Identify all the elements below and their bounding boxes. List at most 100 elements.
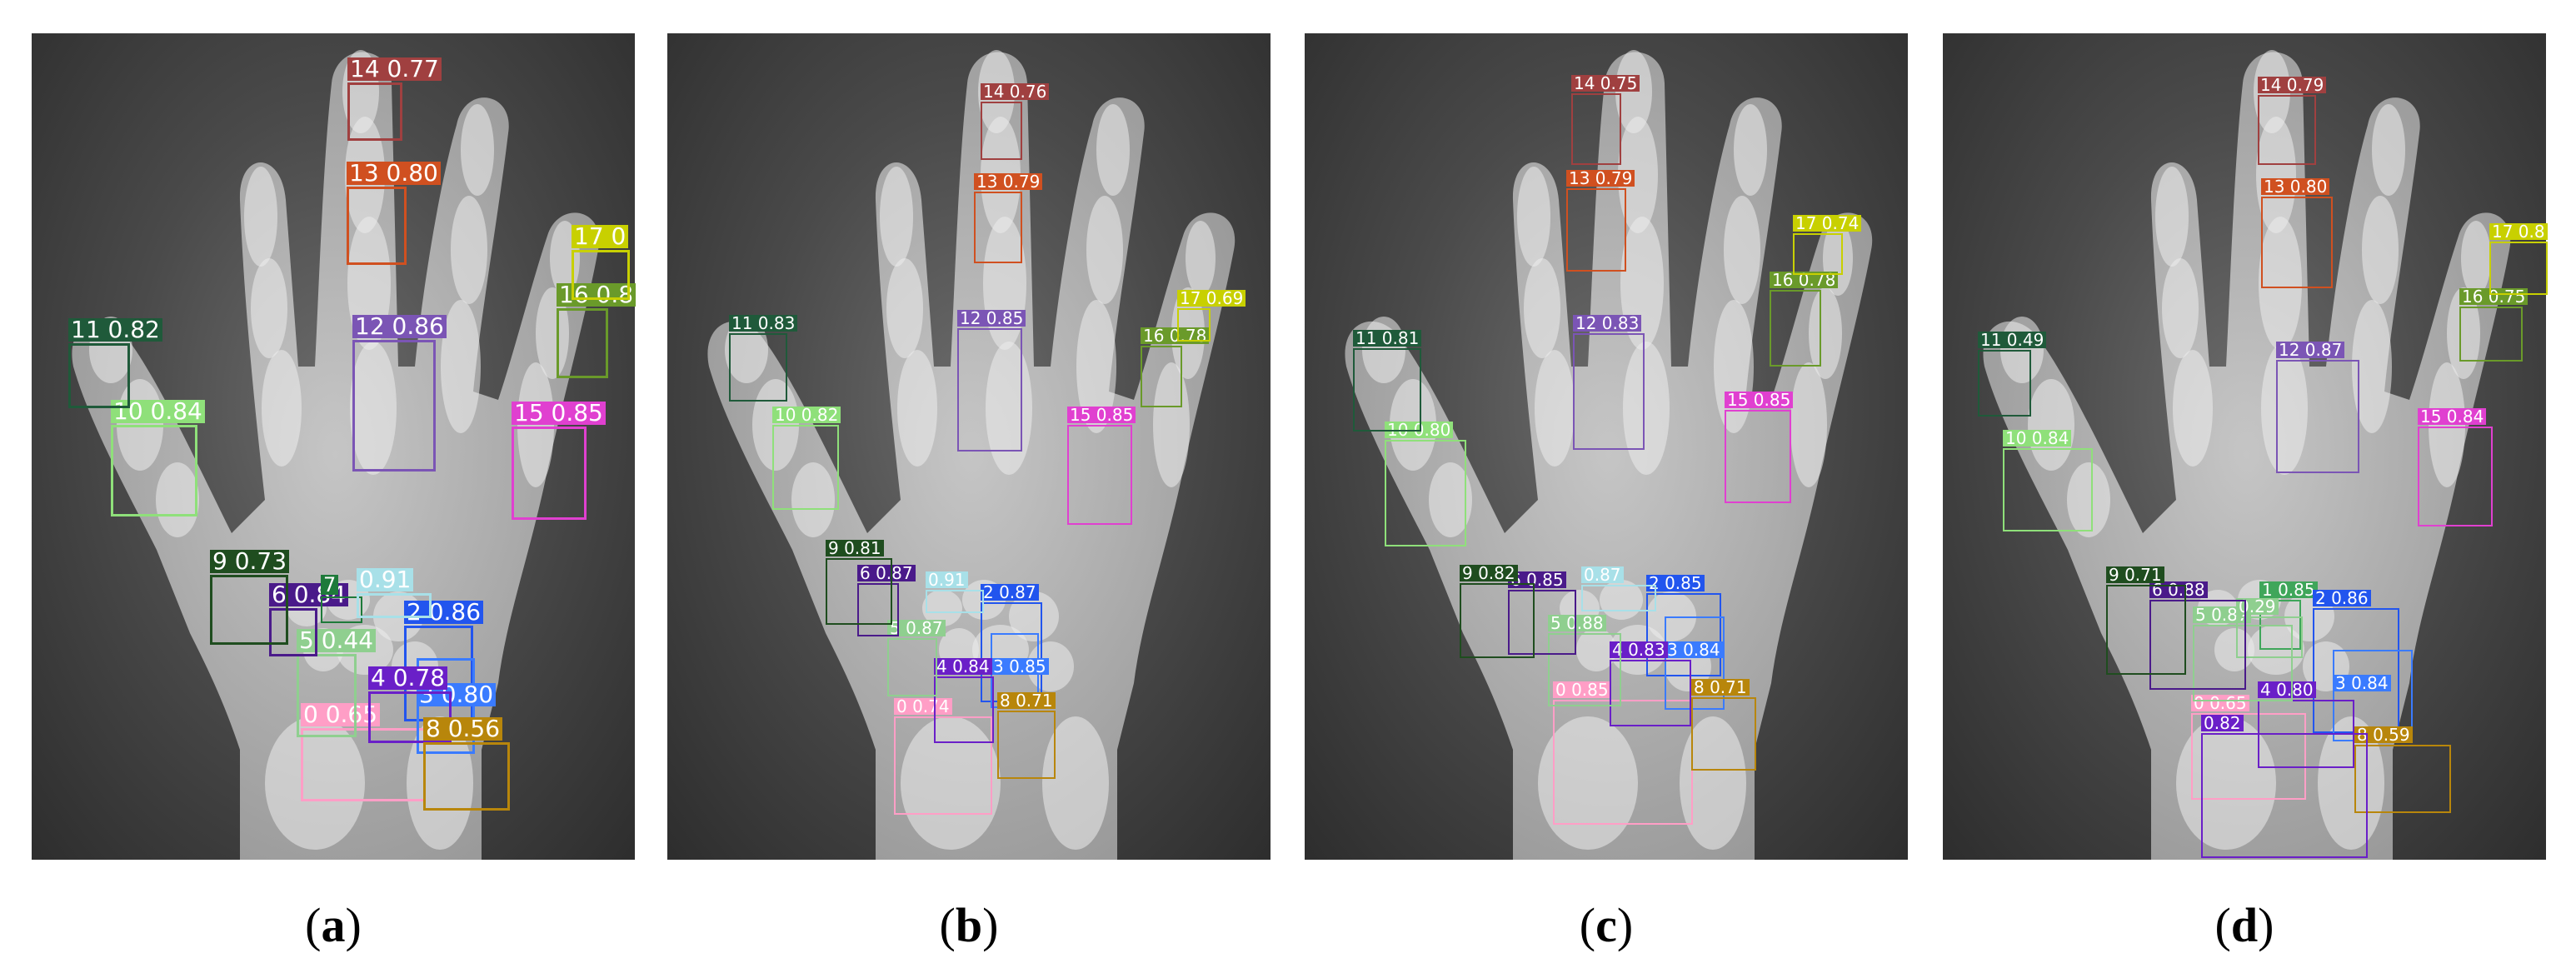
detection-label: 17 0 [572,225,629,248]
detection-label: 10 0.82 [772,407,841,423]
detection-label: 9 0.73 [210,550,290,573]
detection-box [934,676,994,743]
bone-shape [451,196,487,304]
detection-label: 15 0.85 [1725,392,1794,408]
detection-label: 0.29 [2236,598,2279,615]
detection-label: 5 0.44 [297,629,377,652]
detection-box [974,192,1022,263]
detection-label: 15 0.85 [512,402,606,425]
detection-box [981,102,1022,160]
detection-label: 0.87 [1581,566,1624,583]
bone-shape [517,362,554,487]
detection-label: 1 0.85 [2259,581,2318,598]
bone-shape [2067,462,2110,537]
bone-shape [2261,342,2308,475]
detection-box [997,711,1056,779]
detection-box [1353,348,1421,432]
detection-box [729,333,787,402]
bone-shape [2155,167,2189,267]
detection-box [857,583,899,636]
detection-label: 11 0.83 [729,315,798,332]
detection-box [2261,197,2333,288]
detection-box [1548,633,1621,706]
panel-caption: (c) [1579,898,1634,952]
bone-shape [1517,167,1550,267]
detection-box [2149,600,2246,690]
detection-box [2354,745,2451,813]
bone-shape [2248,625,2304,675]
xray-image [1943,33,2546,860]
detection-box [2459,307,2523,362]
detection-label: 8 0.59 [2354,726,2413,743]
detection-label: 15 0.84 [2418,408,2487,425]
bone-shape [262,350,302,467]
detection-box [1646,593,1721,676]
detection-box [826,558,892,625]
detection-box [1460,583,1535,658]
detection-box [894,716,992,815]
detection-box [2258,95,2316,165]
detection-box [1978,350,2031,417]
bone-shape [2256,117,2296,233]
bone-shape [2028,379,2074,471]
detection-box [2276,360,2359,473]
detection-label: 6 0.87 [857,565,916,581]
detection-box [423,742,510,811]
detection-box [2003,448,2093,531]
detection-box [347,82,402,141]
bone-shape [922,590,962,626]
bone-shape [244,167,277,267]
bone-shape [1076,300,1116,433]
hand-xray-silhouette [72,50,600,860]
detection-box [68,343,130,408]
detection-box [1385,440,1466,546]
bone-shape [1538,716,1638,850]
detection-label: 11 0.49 [1978,332,2047,348]
detection-label: 14 0.75 [1571,75,1640,92]
bone-shape [2447,287,2480,379]
bone-shape [2429,362,2465,487]
detection-label: 13 0.79 [1566,170,1635,187]
detection-box [111,425,197,516]
detection-label: 2 0.86 [404,601,484,624]
detection-box [1793,233,1843,275]
bone-shape [2259,217,2302,350]
detection-box [1571,93,1621,165]
detection-box [2201,733,2368,858]
detection-label: 17 0.8 [2489,223,2548,240]
detection-label: 2 0.87 [981,584,1039,601]
hand-xray-silhouette [1983,50,2511,860]
bone-shape [897,350,937,467]
detection-box [512,427,587,520]
bone-shape [251,258,287,358]
detection-box [357,593,432,618]
detection-box [572,250,630,300]
detection-box [1508,590,1576,655]
detection-label: 11 0.81 [1353,330,1422,347]
bone-shape [1429,462,1472,537]
detection-label: 3 0.84 [1665,641,1723,658]
bone-shape [2372,104,2405,196]
bone-shape [2173,350,2213,467]
bone-shape [1009,591,1059,641]
detection-label: 3 0.85 [991,658,1049,675]
bone-shape [1027,641,1074,691]
bone-shape [2461,221,2491,296]
bone-shape [1186,221,1216,296]
detection-box [772,425,839,510]
detection-label: 11 0.82 [68,318,162,342]
detection-label: 15 0.85 [1067,407,1136,423]
detection-box [1177,308,1211,342]
detection-box [1581,585,1656,611]
bone-shape [1524,258,1560,358]
detection-box [1691,697,1756,771]
bone-shape [2318,716,2384,850]
detection-label: 13 0.80 [347,162,441,185]
detection-label: 12 0.87 [2276,342,2345,358]
detection-box [2236,616,2303,658]
bone-shape [1086,196,1123,304]
bone-shape [265,716,365,850]
